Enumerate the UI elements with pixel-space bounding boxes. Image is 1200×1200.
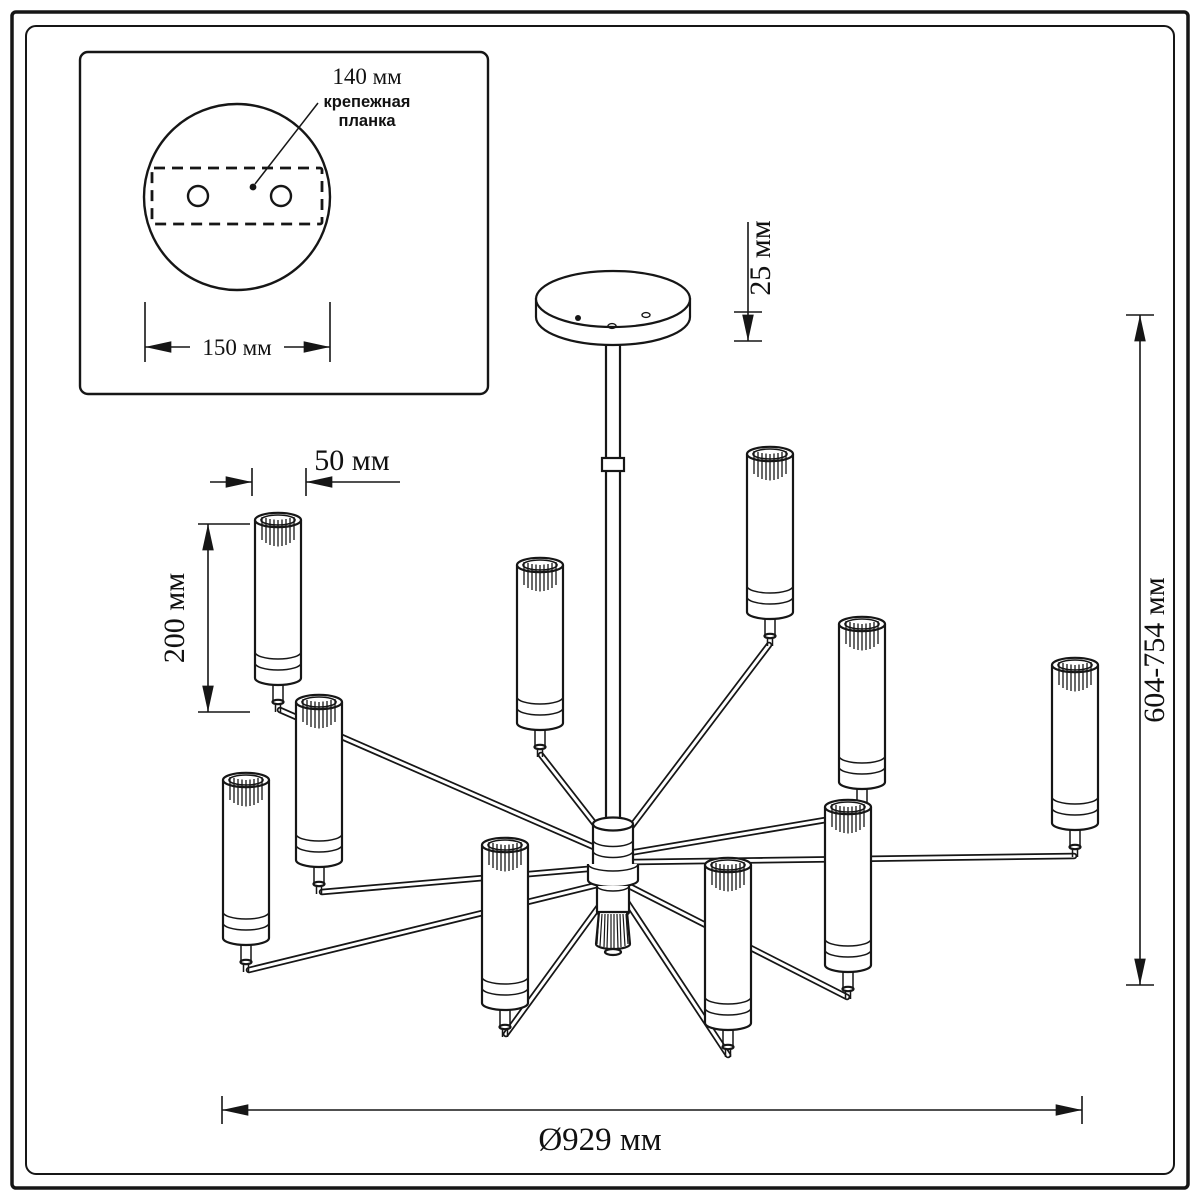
inner-border <box>25 25 1175 1175</box>
leader-line <box>254 102 319 185</box>
knurled-socket <box>594 910 632 957</box>
mount-bracket-dashed <box>150 166 324 226</box>
dim-overall-diameter: Ø929 мм <box>221 1096 1083 1158</box>
dim-overall-height: 604-754 мм <box>1126 314 1171 986</box>
outer-border <box>10 10 1190 1190</box>
central-hub <box>586 816 640 957</box>
bracket-label-line2: планка <box>338 112 396 130</box>
lamp-tube <box>480 836 530 1039</box>
lamp-tube <box>1050 656 1100 859</box>
dim-150: 150 мм <box>144 302 331 362</box>
bolt-hole-left <box>186 184 210 208</box>
inset-panel: 140 мм крепежная планка 150 мм <box>78 50 490 396</box>
lamp-tube <box>253 511 303 714</box>
dim-canopy-height-label: 25 мм <box>744 220 777 295</box>
dim-shade-height-label: 200 мм <box>158 573 191 663</box>
hanging-rod <box>600 318 626 826</box>
lamp-tube <box>221 771 271 974</box>
canopy-hole <box>575 315 581 321</box>
lamp-shades <box>221 445 1100 1059</box>
dim-shade-diameter: 50 мм <box>210 444 400 496</box>
lamp-tube <box>837 615 887 818</box>
bracket-label-line1: крепежная <box>324 93 411 111</box>
ceiling-canopy <box>534 269 692 347</box>
dim-150-label: 150 мм <box>202 335 272 360</box>
arm <box>625 810 865 857</box>
arm <box>245 880 605 974</box>
arm <box>318 864 603 896</box>
dim-140-label: 140 мм <box>332 64 402 89</box>
dim-overall-diameter-label: Ø929 мм <box>538 1122 661 1158</box>
lamp-tube <box>294 693 344 896</box>
lamp-tube <box>745 445 795 648</box>
center-point <box>249 183 257 191</box>
dim-canopy-height: 25 мм <box>734 220 777 342</box>
dim-overall-height-label: 604-754 мм <box>1138 577 1171 722</box>
canopy-hole <box>607 322 617 330</box>
lamp-tube <box>515 556 565 759</box>
dim-shade-diameter-label: 50 мм <box>314 444 389 477</box>
mount-plate-circle <box>142 102 332 292</box>
bolt-hole-right <box>269 184 293 208</box>
arm <box>502 890 612 1038</box>
dim-shade-height: 200 мм <box>158 523 250 713</box>
lamp-tube <box>703 856 753 1059</box>
lamp-tube <box>823 798 873 1001</box>
canopy-hole <box>641 311 651 319</box>
arms <box>245 641 1078 1059</box>
arm <box>618 641 773 843</box>
